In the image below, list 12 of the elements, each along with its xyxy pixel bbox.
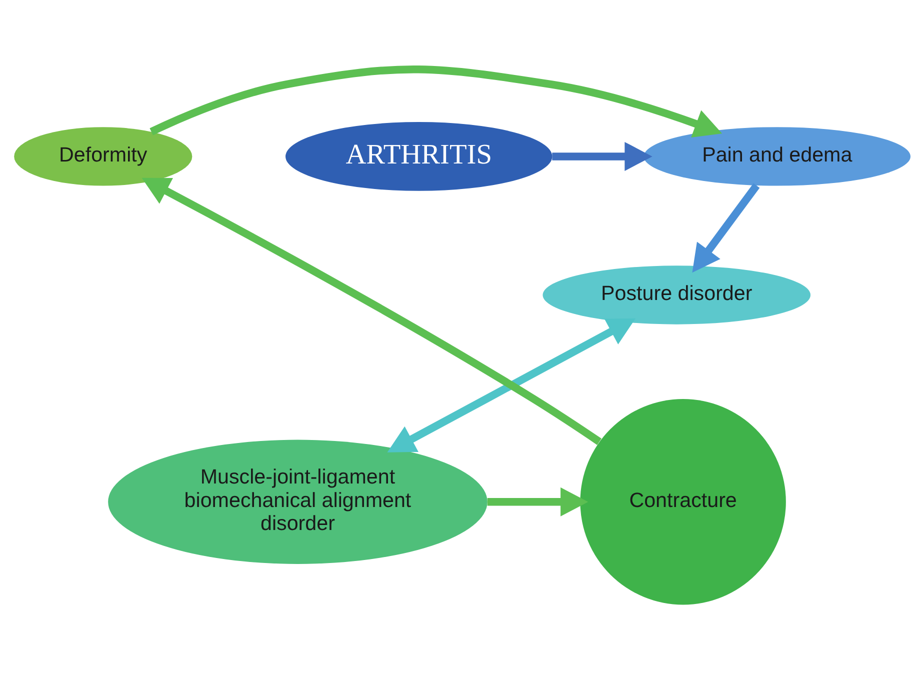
- node-ellipse: Muscle-joint-ligament biomechanical alignment disorder: [108, 439, 488, 564]
- node-ellipse: Deformity: [14, 126, 192, 186]
- arrow: [142, 177, 602, 444]
- arrow: [150, 65, 722, 137]
- arrow: [487, 486, 588, 516]
- arrow: [552, 141, 652, 170]
- node-circle: Contracture: [580, 398, 786, 604]
- node-ellipse: Pain and edema: [644, 126, 910, 186]
- arrow: [387, 318, 636, 452]
- arrow: [692, 182, 760, 272]
- node-ellipse: ARTHRITIS: [286, 122, 552, 190]
- node-ellipse: Posture disorder: [542, 265, 810, 324]
